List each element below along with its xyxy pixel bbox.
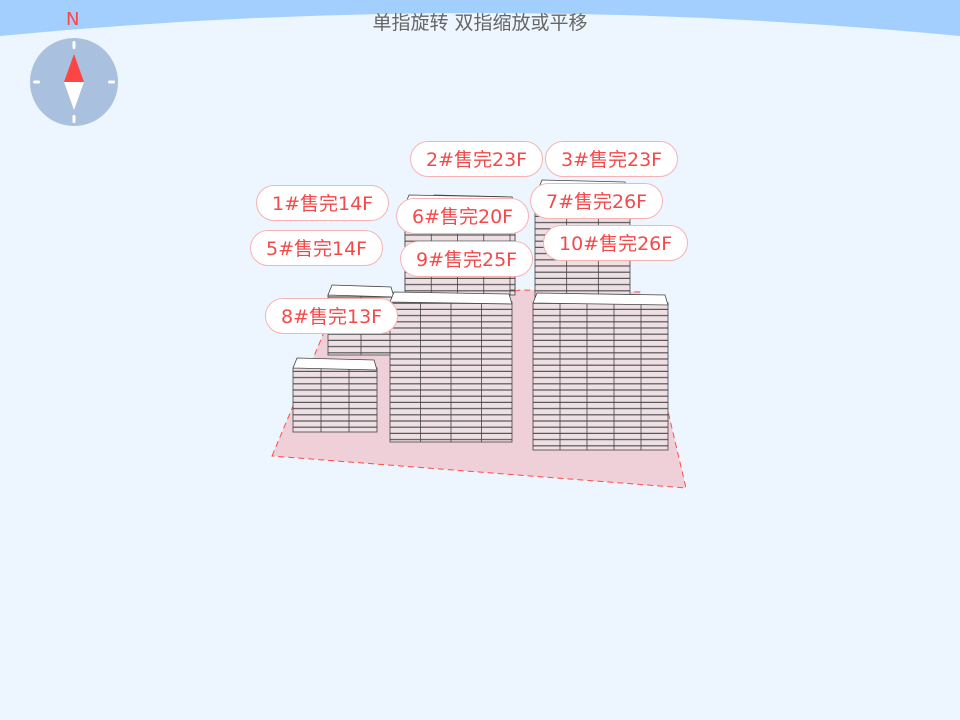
building-label-2[interactable]: 2#售完23F: [410, 141, 544, 177]
building-roof: [389, 291, 513, 305]
building-9[interactable]: [389, 291, 513, 443]
building-roof: [327, 284, 395, 298]
building-label-8[interactable]: 8#售完13F: [265, 298, 399, 334]
building-label-1[interactable]: 1#售完14F: [256, 185, 390, 221]
building-facade: [292, 367, 378, 433]
building-label-10[interactable]: 10#售完26F: [543, 225, 689, 261]
sky-band: [0, 0, 960, 36]
building-label-6[interactable]: 6#售完20F: [396, 198, 530, 234]
building-label-3[interactable]: 3#售完23F: [545, 141, 679, 177]
building-label-7[interactable]: 7#售完26F: [530, 183, 664, 219]
building-label-9[interactable]: 9#售完25F: [400, 241, 534, 277]
compass-icon[interactable]: [30, 38, 118, 126]
building-10[interactable]: [532, 292, 669, 451]
building-facade: [532, 302, 669, 451]
building-roof: [532, 292, 669, 306]
building-8[interactable]: [292, 357, 378, 433]
compass-north-label: N: [66, 9, 80, 30]
building-roof: [292, 357, 378, 371]
building-label-5[interactable]: 5#售完14F: [250, 230, 384, 266]
gesture-hint: 单指旋转 双指缩放或平移: [372, 12, 588, 34]
